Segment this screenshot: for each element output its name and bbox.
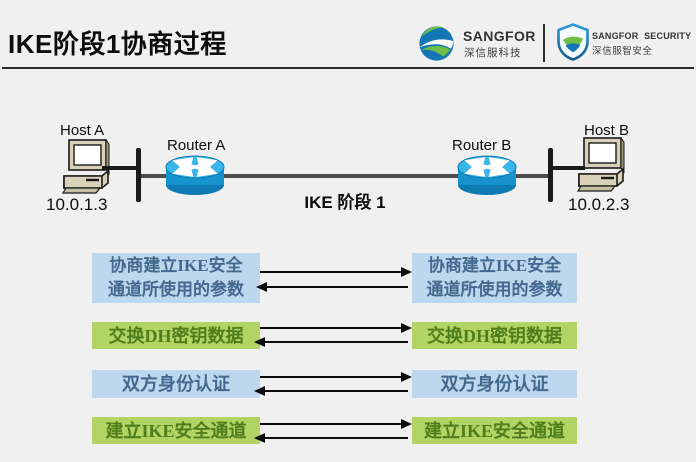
router-b-icon bbox=[457, 155, 517, 195]
host-b-label: Host B bbox=[584, 122, 630, 139]
router-a-icon bbox=[165, 155, 225, 195]
message-box-right-4: 建立IKE安全通道 bbox=[412, 417, 577, 444]
router-b-label: Router B bbox=[452, 137, 512, 154]
security-brand-name-cn: 深信服智安全 bbox=[592, 46, 653, 57]
logo-divider bbox=[543, 24, 545, 62]
message-box-left-3: 双方身份认证 bbox=[92, 370, 260, 398]
arrow-right-icon bbox=[260, 419, 412, 429]
arrow-left-icon bbox=[254, 433, 408, 443]
host-a-computer-icon bbox=[62, 138, 110, 194]
message-box-left-2: 交换DH密钥数据 bbox=[92, 322, 260, 349]
arrow-left-icon bbox=[256, 282, 408, 292]
arrow-right-icon bbox=[260, 323, 412, 333]
lan-b-bus-bar bbox=[548, 148, 553, 202]
security-shield-icon bbox=[557, 23, 589, 61]
title-underline bbox=[2, 67, 694, 69]
router-a-label: Router A bbox=[167, 137, 226, 154]
brand-name-cn: 深信服科技 bbox=[464, 47, 522, 59]
lan-a-bus-bar bbox=[136, 148, 141, 202]
arrow-right-icon bbox=[260, 372, 412, 382]
host-a-link-line bbox=[102, 166, 138, 170]
host-b-ip: 10.0.2.3 bbox=[568, 195, 630, 214]
sangfor-globe-icon bbox=[419, 26, 454, 61]
ike-phase-link-label: IKE 阶段 1 bbox=[304, 193, 386, 212]
message-box-left-4: 建立IKE安全通道 bbox=[92, 417, 260, 444]
wan-link-line bbox=[141, 174, 553, 178]
message-box-right-3: 双方身份认证 bbox=[412, 370, 577, 398]
host-a-ip: 10.0.1.3 bbox=[46, 195, 108, 214]
host-b-computer-icon bbox=[577, 136, 625, 192]
arrow-left-icon bbox=[254, 337, 408, 347]
message-box-left-1: 协商建立IKE安全 通道所使用的参数 bbox=[92, 253, 260, 303]
security-brand-name: SANGFOR SECURITY bbox=[592, 31, 692, 41]
page-title: IKE阶段1协商过程 bbox=[8, 29, 227, 59]
arrow-right-icon bbox=[260, 267, 412, 277]
host-a-label: Host A bbox=[60, 122, 105, 139]
message-box-right-2: 交换DH密钥数据 bbox=[412, 322, 577, 349]
message-box-right-1: 协商建立IKE安全 通道所使用的参数 bbox=[412, 253, 577, 303]
brand-name: SANGFOR bbox=[463, 28, 536, 44]
arrow-left-icon bbox=[254, 386, 408, 396]
host-b-link-line bbox=[553, 166, 585, 170]
